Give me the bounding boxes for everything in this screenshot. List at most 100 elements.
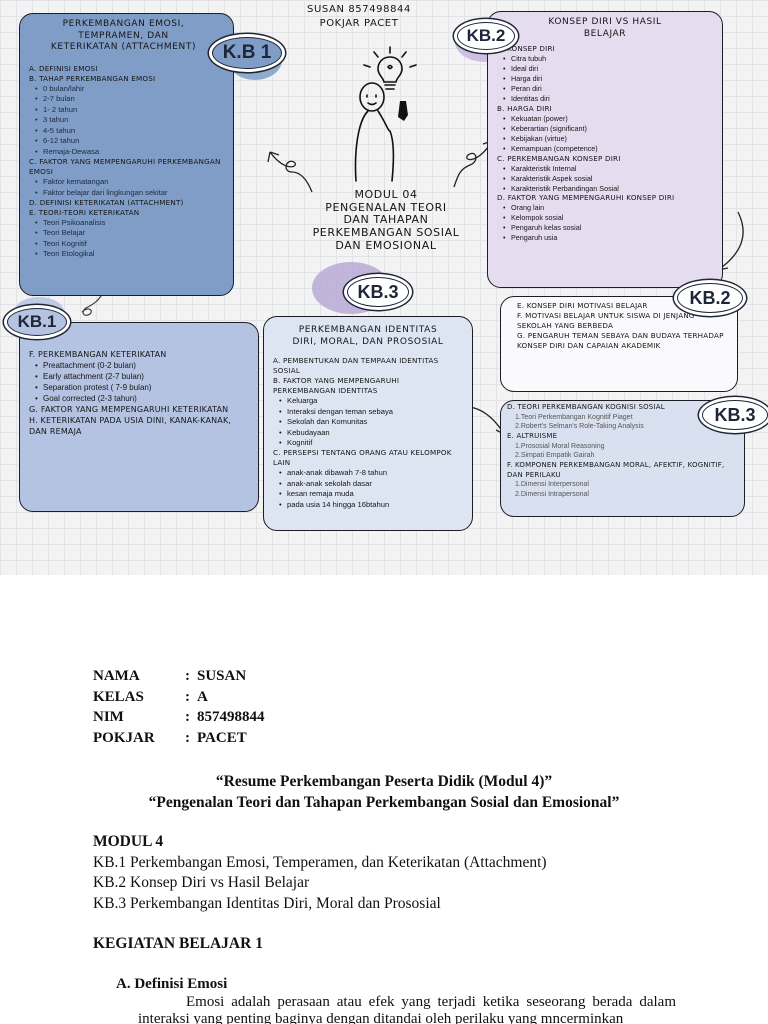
list-item: 0 bulan/lahir	[29, 84, 224, 95]
section-heading-item: A. PEMBENTUKAN DAN TEMPAAN IDENTITAS SOS…	[273, 356, 439, 376]
list-item: 1.Teori Perkembangan Kognitif Piaget	[515, 413, 633, 421]
list-item: Karakteristik Aspek sosial	[497, 174, 713, 184]
list-item: 1.Dimensi Interpersonal	[515, 481, 589, 489]
identity-value: 857498844	[197, 709, 265, 725]
kb2b-tag-badge: KB.2	[677, 283, 743, 313]
identity-row-pokjar: POKJAR:PACET	[93, 730, 265, 751]
list-item: Teori Etologikal	[29, 249, 224, 260]
list-item: anak-anak sekolah dasar	[273, 479, 463, 490]
list-item: 2.Dimensi Intrapersonal	[515, 490, 589, 498]
list-item: Faktor belajar dari lingkungan sekitar	[29, 188, 224, 199]
kb1-attachment-box: F. PERKEMBANGAN KETERIKATANPreattachment…	[19, 322, 259, 512]
section-heading-item: F. MOTIVASI BELAJAR UNTUK SISWA DI JENJA…	[517, 310, 695, 330]
identity-label: NIM	[93, 709, 124, 725]
kb2-title: KONSEP DIRI VS HASIL BELAJAR	[497, 17, 713, 40]
kb3-title-line-2: DIRI, MORAL, DAN PROSOSIAL	[292, 336, 444, 347]
header-line-2: POKJAR PACET	[319, 17, 399, 29]
module-item-kb3: KB.3 Perkembangan Identitas Diri, Moral …	[93, 894, 441, 912]
list-item: Early attachment (2-7 bulan)	[29, 371, 249, 382]
list-item: Preattachment (0-2 bulan)	[29, 360, 249, 371]
kb3b-tag-badge: KB.3	[702, 400, 768, 430]
list-item: 2.Robert's Selman's Role-Taking Analysis	[515, 423, 644, 431]
kb3-tag-badge: KB.3	[347, 277, 409, 307]
list-item: kesan remaja muda	[273, 489, 463, 500]
list-item: Kelompok sosial	[497, 213, 713, 223]
mindmap-infographic: SUSAN 857498844 POKJAR PACET MODUL 04 PE…	[0, 0, 768, 575]
kb2-title-line-1: KONSEP DIRI VS HASIL	[548, 17, 662, 27]
list-item: 3 tahun	[29, 115, 224, 126]
resume-title: “Resume Perkembangan Peserta Didik (Modu…	[0, 771, 768, 813]
list-item: Keluarga	[273, 396, 463, 407]
list-item: Separation protest ( 7-9 bulan)	[29, 382, 249, 393]
identity-row-class: KELAS:A	[93, 689, 265, 710]
section-heading-item: D. TEORI PERKEMBANGAN KOGNISI SOSIAL	[507, 403, 665, 411]
curved-arrow-left-icon	[267, 151, 313, 193]
list-item: Karakteristik Internal	[497, 164, 713, 174]
kb1b-item-list: F. PERKEMBANGAN KETERIKATANPreattachment…	[29, 349, 249, 437]
section-heading-item: E. KONSEP DIRI MOTIVASI BELAJAR	[517, 301, 648, 310]
kb3-identity-box: PERKEMBANGAN IDENTITAS DIRI, MORAL, DAN …	[263, 316, 473, 531]
list-item: Pengaruh kelas sosial	[497, 223, 713, 233]
list-item: Kognitif	[273, 438, 463, 449]
section-heading-item: F. KOMPONEN PERKEMBANGAN MORAL, AFEKTIF,…	[507, 460, 725, 479]
module-title: MODUL 04 PENGENALAN TEORI DAN TAHAPAN PE…	[291, 188, 481, 252]
kb1b-tag-badge: KB.1	[7, 308, 67, 336]
section-heading-item: C. FAKTOR YANG MEMPENGARUHI PERKEMBANGAN…	[29, 157, 221, 177]
section-heading-item: H. KETERIKATAN PADA USIA DINI, KANAK-KAN…	[29, 416, 232, 437]
kb1-title-line-3: KETERIKATAN (ATTACHMENT)	[50, 42, 197, 53]
list-item: 6-12 tahun	[29, 136, 224, 147]
kb3-title: PERKEMBANGAN IDENTITAS DIRI, MORAL, DAN …	[273, 325, 463, 348]
module-title-line-3: DAN TAHAPAN	[343, 213, 429, 227]
module-title-line-5: DAN EMOSIONAL	[335, 238, 437, 252]
module-title-line-2: PENGENALAN TEORI	[325, 200, 447, 214]
list-item: Kekuatan (power)	[497, 114, 713, 124]
list-item: Teori Belajar	[29, 228, 224, 239]
header-name: SUSAN 857498844 POKJAR PACET	[284, 3, 434, 30]
list-item: Karakteristik Perbandingan Sosial	[497, 184, 713, 194]
module-heading: MODUL 4	[93, 833, 164, 850]
list-item: Interaksi dengan teman sebaya	[273, 407, 463, 418]
kb3-item-list: A. PEMBENTUKAN DAN TEMPAAN IDENTITAS SOS…	[273, 356, 463, 510]
identity-value: SUSAN	[197, 668, 247, 684]
list-item: Kebudayaan	[273, 428, 463, 439]
section-heading-item: B. TAHAP PERKEMBANGAN EMOSI	[29, 74, 156, 83]
identity-block: NAMA:SUSAN KELAS:A NIM:857498844 POKJAR:…	[93, 668, 265, 750]
kb1-emotion-box: PERKEMBANGAN EMOSI, TEMPRAMEN, DAN KETER…	[19, 13, 234, 296]
kb2-self-concept-box: KONSEP DIRI VS HASIL BELAJAR A. KONSEP D…	[487, 11, 723, 288]
list-item: Faktor kematangan	[29, 177, 224, 188]
resume-title-line-1: “Resume Perkembangan Peserta Didik (Modu…	[215, 773, 553, 790]
list-item: Sekolah dan Komunitas	[273, 417, 463, 428]
list-item: 4-5 tahun	[29, 126, 224, 137]
kb1-tag-badge: K.B 1	[212, 37, 282, 69]
list-item: Teori Psikoanalisis	[29, 218, 224, 229]
list-item: 2-7 bulan	[29, 94, 224, 105]
resume-title-line-2: “Pengenalan Teori dan Tahapan Perkembang…	[148, 794, 620, 811]
kb1-title: PERKEMBANGAN EMOSI, TEMPRAMEN, DAN KETER…	[29, 19, 224, 54]
list-item: Teori Kognitif	[29, 239, 224, 250]
list-item: Kemampuan (competence)	[497, 144, 713, 154]
list-item: Pengaruh usia	[497, 233, 713, 243]
identity-label: NAMA	[93, 668, 140, 684]
module-title-line-4: PERKEMBANGAN SOSIAL	[312, 225, 460, 239]
kb2-tag-badge: KB.2	[457, 22, 515, 50]
kb1-title-line-1: PERKEMBANGAN EMOSI,	[62, 19, 185, 29]
header-line-1: SUSAN 857498844	[307, 4, 411, 15]
module-item-kb2: KB.2 Konsep Diri vs Hasil Belajar	[93, 874, 310, 891]
list-item: 1.Prososial Moral Reasoning	[515, 442, 605, 450]
thinking-person-illustration	[354, 46, 417, 182]
section-heading-item: C. PERKEMBANGAN KONSEP DIRI	[497, 153, 621, 163]
section-heading-item: B. HARGA DIRI	[497, 104, 552, 113]
resume-document: NAMA:SUSAN KELAS:A NIM:857498844 POKJAR:…	[0, 575, 768, 1024]
list-item: Peran diri	[497, 84, 713, 94]
list-item: Ideal diri	[497, 64, 713, 74]
module-summary: MODUL 4 KB.1 Perkembangan Emosi, Tempera…	[93, 832, 547, 914]
section-heading-item: E. TEORI-TEORI KETERIKATAN	[29, 207, 140, 217]
section-heading-item: A. DEFINISI EMOSI	[29, 64, 98, 74]
swirl-connector-icon	[81, 289, 105, 316]
kb1-title-line-2: TEMPRAMEN, DAN	[78, 30, 169, 41]
identity-value: A	[197, 688, 208, 705]
list-item: Identitas diri	[497, 94, 713, 104]
section-heading-item: C. PERSEPSI TENTANG ORANG ATAU KELOMPOK …	[273, 448, 452, 468]
